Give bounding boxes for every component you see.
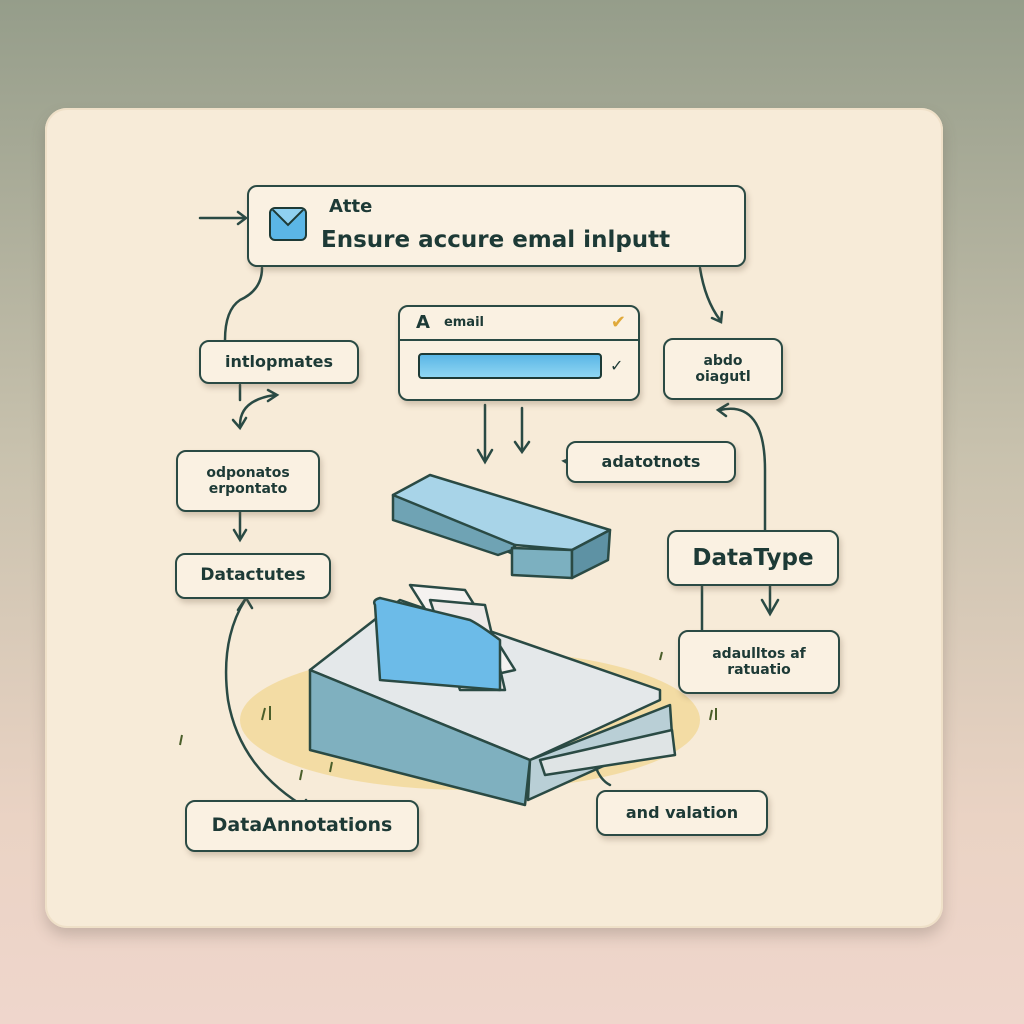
node-label: DataType (692, 544, 814, 571)
node-label: DataAnnotations (211, 814, 393, 837)
check-icon: ✔ (610, 311, 626, 333)
node-label: adaulltos af (712, 645, 806, 662)
header-title: Atte (329, 196, 373, 217)
node-label: oiagutl (695, 369, 751, 385)
node-adatotnots: adatotnots (566, 441, 736, 483)
node-dataannotations: DataAnnotations (185, 800, 419, 852)
node-label: odponatos (206, 464, 290, 481)
node-label: adatotnots (601, 451, 701, 471)
node-label: and valation (625, 802, 739, 822)
node-and-valation: and valation (596, 790, 768, 836)
header-subtitle: Ensure accure emal inlputt (321, 227, 671, 253)
node-intlopmates: intlopmates (199, 340, 359, 384)
node-label: intlopmates (225, 351, 333, 371)
node-datatype: DataType (667, 530, 839, 586)
floating-lid-block (391, 473, 612, 580)
inbox-tray (308, 583, 677, 807)
node-label: erpontato (208, 481, 288, 497)
connector-arrows (198, 210, 780, 813)
email-input[interactable] (418, 353, 602, 379)
node-label: abdo (703, 352, 743, 369)
header-box: Atte Ensure accure emal inlputt (247, 185, 746, 267)
grass-tufts (179, 651, 717, 781)
node-datactutes: Datactutes (175, 553, 331, 599)
envelope-icon (269, 207, 307, 241)
email-form-header: A email ✔ (400, 307, 638, 341)
node-label: Datactutes (200, 565, 306, 586)
email-form: A email ✔ ✓ (398, 305, 640, 401)
email-label: email (443, 314, 484, 330)
valid-check-icon: ✓ (610, 355, 624, 375)
node-label: ratuatio (727, 662, 791, 678)
field-label-prefix: A (416, 311, 430, 333)
